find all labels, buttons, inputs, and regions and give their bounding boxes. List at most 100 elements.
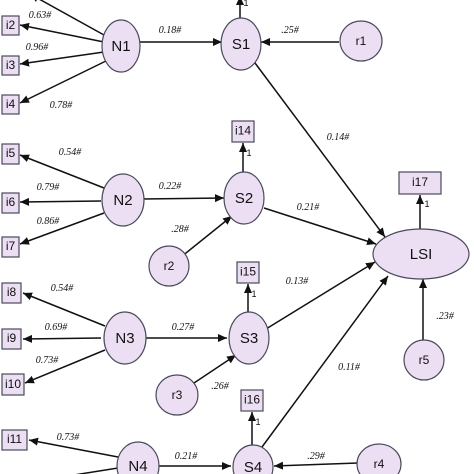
- label-r4-s4: .29#: [307, 451, 326, 462]
- svg-text:N2: N2: [113, 192, 132, 209]
- svg-text:i17: i17: [412, 175, 428, 189]
- label-s1-lsi: 0.14#: [327, 132, 351, 143]
- svg-text:i15: i15: [240, 265, 256, 279]
- label-n3-s3: 0.27#: [172, 322, 196, 333]
- label-one-s3: 1: [251, 289, 256, 299]
- edge-s2-lsi: [263, 207, 377, 246]
- edge-r2-s2: [180, 215, 233, 258]
- svg-text:i9: i9: [7, 331, 17, 345]
- residual-nodes: r1 r2 r3 r4 r5: [148, 20, 445, 474]
- label-s3-lsi: 0.13#: [286, 276, 310, 287]
- label-one-s4: 1: [255, 417, 260, 427]
- svg-text:r1: r1: [356, 34, 367, 48]
- label-n1-i2: 0.63#: [29, 10, 53, 21]
- node-s1: S1: [220, 17, 262, 71]
- label-one-s1: 1: [243, 0, 248, 8]
- label-n2-s2: 0.22#: [159, 181, 183, 192]
- label-s4-lsi: 0.11#: [338, 362, 361, 373]
- svg-text:i14: i14: [235, 124, 251, 138]
- edge-r4-s4: [273, 461, 359, 470]
- svg-text:r5: r5: [419, 353, 430, 367]
- node-r3: r3: [155, 374, 199, 416]
- label-r1-s1: .25#: [281, 25, 300, 36]
- edge-n2-s2: [141, 194, 225, 203]
- box-i9: i9: [1, 328, 22, 350]
- label-n3-i8: 0.54#: [51, 283, 75, 294]
- label-r3-s3: .26#: [211, 381, 230, 392]
- node-r4: r4: [356, 443, 402, 474]
- node-n4: N4: [116, 441, 160, 474]
- label-n2-i7: 0.86#: [37, 216, 61, 227]
- label-n3-i10: 0.73#: [36, 355, 60, 366]
- edge-s1-lsi: [254, 62, 386, 238]
- edge-s4-lsi: [261, 275, 389, 448]
- svg-text:S4: S4: [244, 459, 262, 474]
- svg-text:N1: N1: [111, 38, 130, 55]
- edge-n1-i4: [19, 59, 109, 104]
- node-s2: S2: [223, 171, 265, 225]
- svg-text:i16: i16: [244, 393, 260, 407]
- svg-text:r2: r2: [164, 259, 175, 273]
- svg-text:N4: N4: [128, 458, 147, 474]
- node-n1: N1: [101, 19, 141, 73]
- edge-n1-i3: [19, 51, 105, 67]
- box-i11: i11: [1, 429, 28, 451]
- svg-text:r4: r4: [374, 457, 385, 471]
- label-n1-s1: 0.18#: [159, 25, 183, 36]
- label-n1-i3: 0.96#: [26, 42, 50, 53]
- box-i17: i17: [398, 171, 442, 195]
- svg-text:i10: i10: [5, 377, 21, 391]
- label-n4-s4: 0.21#: [175, 451, 199, 462]
- edge-n2-i5: [19, 154, 105, 189]
- box-i16: i16: [240, 389, 264, 412]
- svg-text:i7: i7: [6, 239, 16, 253]
- svg-text:i2: i2: [6, 18, 16, 32]
- edge-n4-i11: [28, 437, 119, 458]
- svg-text:S3: S3: [240, 330, 258, 347]
- node-r2: r2: [148, 245, 190, 287]
- node-n2: N2: [101, 173, 145, 227]
- node-n3: N3: [103, 311, 147, 365]
- svg-text:S1: S1: [232, 36, 250, 53]
- box-i3: i3: [1, 55, 20, 76]
- label-n2-i6: 0.79#: [37, 182, 61, 193]
- edge-n2-i7: [19, 212, 105, 245]
- edge-n1-i2: [19, 22, 105, 43]
- box-i7: i7: [1, 236, 20, 258]
- label-r5-lsi: .23#: [436, 311, 455, 322]
- edge-n3-i8: [22, 292, 106, 327]
- box-i5: i5: [1, 143, 20, 165]
- label-one-s2: 1: [246, 148, 251, 158]
- edge-n3-i10: [24, 349, 106, 384]
- node-lsi: LSI: [372, 228, 470, 280]
- node-r1: r1: [339, 20, 383, 62]
- svg-text:N3: N3: [115, 330, 134, 347]
- label-one-lsi: 1: [424, 199, 429, 209]
- box-i2: i2: [1, 15, 20, 36]
- svg-text:LSI: LSI: [410, 246, 433, 263]
- box-i10: i10: [1, 373, 25, 396]
- node-s4: S4: [232, 444, 274, 474]
- label-n3-i9: 0.69#: [45, 322, 69, 333]
- box-i6: i6: [1, 192, 20, 214]
- svg-text:i3: i3: [6, 58, 16, 72]
- svg-text:i8: i8: [7, 285, 17, 299]
- svg-text:S2: S2: [235, 190, 253, 207]
- edge-n2-i6: [19, 197, 102, 206]
- edge-n3-i9: [22, 334, 102, 343]
- box-i4: i4: [1, 94, 20, 115]
- svg-text:i6: i6: [6, 195, 16, 209]
- node-r5: r5: [403, 339, 445, 381]
- svg-text:i5: i5: [6, 146, 16, 160]
- box-i15: i15: [236, 261, 260, 284]
- svg-text:r3: r3: [172, 388, 183, 402]
- edge-s3-lsi: [265, 261, 376, 330]
- label-n4-i11: 0.73#: [57, 432, 81, 443]
- box-i14: i14: [231, 120, 255, 143]
- edge-labels: 0.63# 0.96# 0.78# 0.54# 0.79# 0.86# 0.54…: [26, 0, 455, 462]
- edge-r3-s3: [190, 354, 237, 386]
- latent-nodes: N1 N2 N3 N4 S1 S2 S3 S4: [101, 17, 470, 474]
- label-n2-i5: 0.54#: [59, 147, 83, 158]
- edge-n1-top: [30, 0, 105, 36]
